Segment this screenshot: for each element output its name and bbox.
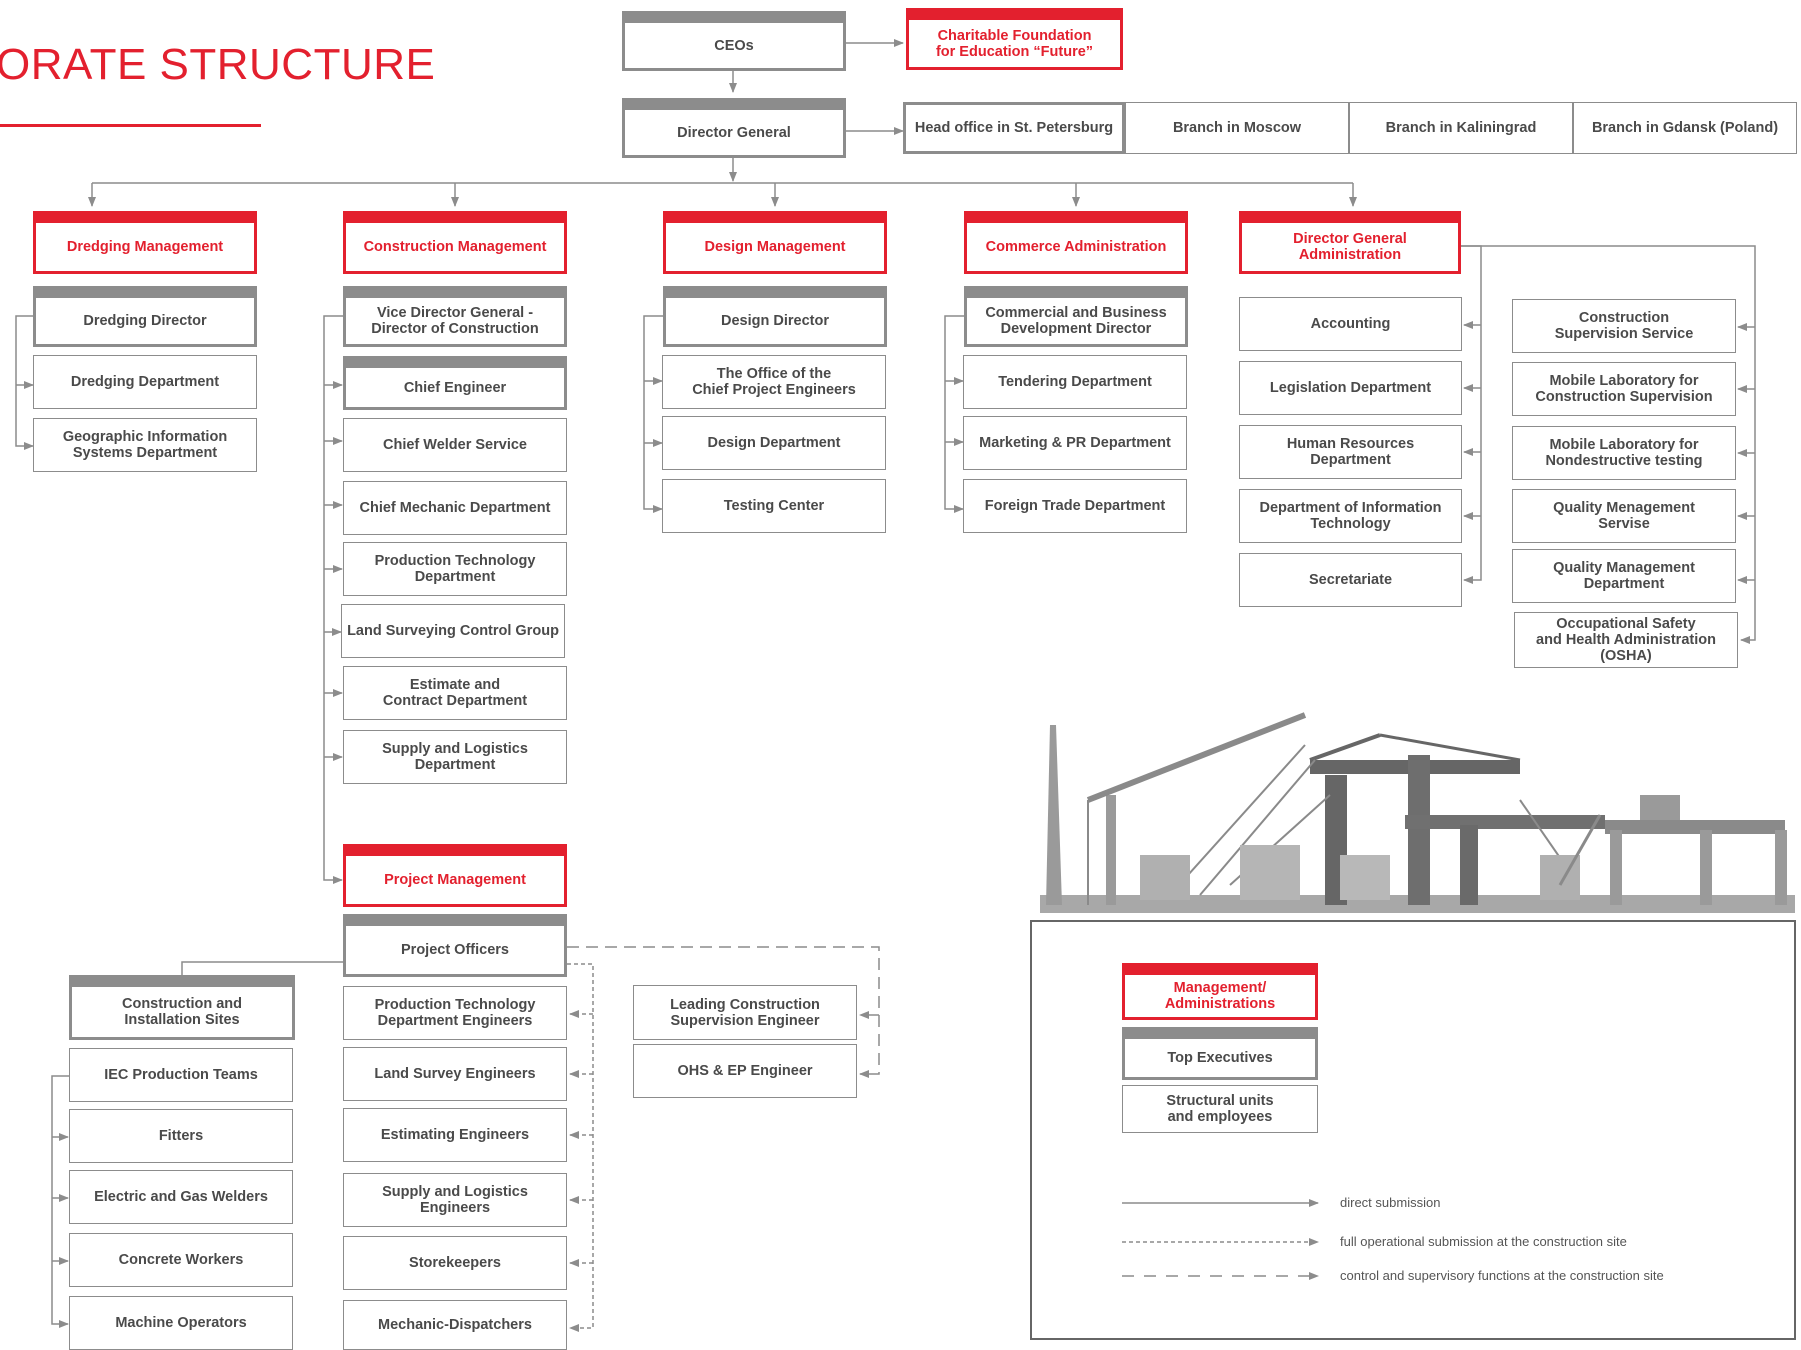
construction-director: Vice Director General - Director of Cons… <box>343 286 567 347</box>
legend-management: Management/ Administrations <box>1122 963 1318 1020</box>
branch-moscow: Branch in Moscow <box>1125 102 1349 154</box>
supervision-unit: OHS & EP Engineer <box>633 1044 857 1098</box>
dredging-unit: Dredging Department <box>33 355 257 409</box>
chief-engineer: Chief Engineer <box>343 356 567 410</box>
dg-admin-unit: Mobile Laboratory for Nondestructive tes… <box>1512 426 1736 480</box>
project-engineer-unit: Supply and Logistics Engineers <box>343 1173 567 1227</box>
dg-admin-unit: Department of Information Technology <box>1239 489 1462 543</box>
branch-kaliningrad: Branch in Kaliningrad <box>1349 102 1573 154</box>
legend-structural-units: Structural units and employees <box>1122 1085 1318 1133</box>
legend-top-executives: Top Executives <box>1122 1027 1318 1080</box>
construction-unit: Chief Mechanic Department <box>343 481 567 535</box>
dg-admin-unit: Quality Management Department <box>1512 549 1736 603</box>
project-officers: Project Officers <box>343 914 567 977</box>
design-director: Design Director <box>663 286 887 347</box>
dg-admin-unit: Occupational Safety and Health Administr… <box>1514 612 1738 668</box>
construction-unit: Estimate and Contract Department <box>343 666 567 720</box>
construction-unit: Chief Welder Service <box>343 418 567 472</box>
project-engineer-unit: Storekeepers <box>343 1236 567 1290</box>
legend-panel <box>1030 920 1796 1340</box>
page-title: ORATE STRUCTURE <box>0 40 436 89</box>
construction-unit: Land Surveying Control Group <box>341 604 565 658</box>
commerce-administration: Commerce Administration <box>964 211 1188 274</box>
director-general-box: Director General <box>622 98 846 158</box>
dg-admin-unit: Construction Supervision Service <box>1512 299 1736 353</box>
site-unit: Machine Operators <box>69 1296 293 1350</box>
legend-control-supervisory: control and supervisory functions at the… <box>1340 1268 1664 1283</box>
project-engineer-unit: Estimating Engineers <box>343 1108 567 1162</box>
project-engineer-unit: Mechanic-Dispatchers <box>343 1300 567 1350</box>
dg-admin-unit: Legislation Department <box>1239 361 1462 415</box>
commerce-unit: Tendering Department <box>963 355 1187 409</box>
ceos-box: CEOs <box>622 11 846 71</box>
title-underline <box>0 124 261 127</box>
supervision-unit: Leading Construction Supervision Enginee… <box>633 985 857 1040</box>
dg-admin-unit: Quality Menagement Servise <box>1512 489 1736 543</box>
legend-full-operational: full operational submission at the const… <box>1340 1234 1627 1249</box>
commerce-unit: Marketing & PR Department <box>963 416 1187 470</box>
design-unit: The Office of the Chief Project Engineer… <box>662 355 886 409</box>
project-management: Project Management <box>343 844 567 907</box>
dredging-director: Dredging Director <box>33 286 257 347</box>
project-engineer-unit: Production Technology Department Enginee… <box>343 986 567 1040</box>
design-unit: Design Department <box>662 416 886 470</box>
branch-gdansk: Branch in Gdansk (Poland) <box>1573 102 1797 154</box>
commerce-unit: Foreign Trade Department <box>963 479 1187 533</box>
dg-admin-unit: Secretariate <box>1239 553 1462 607</box>
dredging-unit: Geographic Information Systems Departmen… <box>33 418 257 472</box>
legend-direct-submission: direct submission <box>1340 1195 1441 1210</box>
dg-admin-unit: Accounting <box>1239 297 1462 351</box>
construction-sites: Construction and Installation Sites <box>69 975 295 1040</box>
site-unit: Fitters <box>69 1109 293 1163</box>
site-unit: Electric and Gas Welders <box>69 1170 293 1224</box>
commerce-director: Commercial and Business Development Dire… <box>964 286 1188 347</box>
cranes-illustration <box>1040 712 1795 913</box>
dg-administration: Director General Administration <box>1239 211 1461 274</box>
construction-unit: Supply and Logistics Department <box>343 730 567 784</box>
site-unit: Concrete Workers <box>69 1233 293 1287</box>
design-management: Design Management <box>663 211 887 274</box>
foundation-box: Charitable Foundation for Education “Fut… <box>906 8 1123 70</box>
dredging-management: Dredging Management <box>33 211 257 274</box>
design-unit: Testing Center <box>662 479 886 533</box>
project-engineer-unit: Land Survey Engineers <box>343 1047 567 1101</box>
dg-admin-unit: Mobile Laboratory for Construction Super… <box>1512 362 1736 416</box>
branch-head-office: Head office in St. Petersburg <box>903 102 1125 154</box>
dg-admin-unit: Human Resources Department <box>1239 425 1462 479</box>
construction-unit: Production Technology Department <box>343 542 567 596</box>
construction-management: Construction Management <box>343 211 567 274</box>
site-unit: IEC Production Teams <box>69 1048 293 1102</box>
